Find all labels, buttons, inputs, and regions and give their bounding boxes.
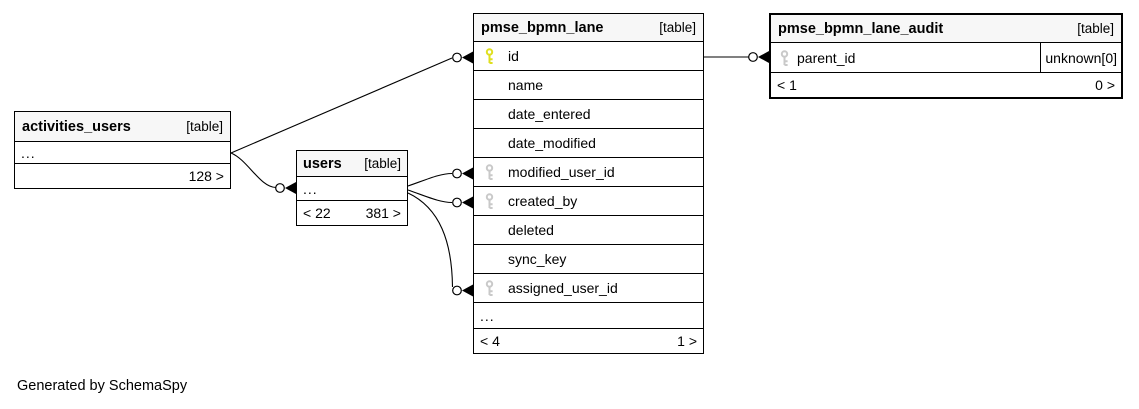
crowfoot-users [285, 182, 296, 194]
column-row-name: name [474, 71, 703, 100]
footer-parents-count: < 1 [777, 77, 797, 93]
footer-parents-count: < 4 [480, 333, 500, 349]
table-pmse-bpmn-lane-audit-header[interactable]: pmse_bpmn_lane_audit [table] [771, 15, 1121, 43]
foreign-key-icon [474, 280, 508, 296]
elided-columns-row: ... [15, 142, 230, 164]
zero-circle-lane-id [452, 52, 462, 63]
table-activities-users-header[interactable]: activities_users [table] [15, 112, 230, 142]
table-stats-footer: < 22 381 > [297, 201, 407, 225]
column-name: deleted [508, 222, 554, 238]
table-type-label: [table] [1077, 21, 1114, 36]
table-pmse-bpmn-lane[interactable]: pmse_bpmn_lane [table] id name date_ente… [473, 13, 704, 354]
ellipsis-label: ... [480, 307, 495, 324]
column-row-deleted: deleted [474, 216, 703, 245]
table-activities-users[interactable]: activities_users [table] ... 128 > [14, 111, 231, 189]
zero-circle-lane-assigned-user-id [452, 285, 462, 296]
column-name: parent_id [797, 49, 856, 66]
table-users-header[interactable]: users [table] [297, 151, 407, 177]
generated-by-note: Generated by SchemaSpy [17, 378, 188, 394]
table-title: users [303, 155, 342, 172]
ellipsis-label: ... [21, 144, 36, 161]
column-name: modified_user_id [508, 164, 615, 180]
footer-children-count: 1 > [677, 333, 697, 349]
table-pmse-bpmn-lane-audit[interactable]: pmse_bpmn_lane_audit [table] parent_id u… [769, 13, 1123, 99]
column-row-date-modified: date_modified [474, 129, 703, 158]
column-row-parent-id: parent_id unknown[0] [771, 43, 1121, 73]
column-name: id [508, 48, 519, 64]
table-stats-footer: 128 > [15, 164, 230, 188]
table-stats-footer: < 1 0 > [771, 73, 1121, 97]
line-users-to-assigned-user-id [407, 192, 454, 288]
table-stats-footer: < 4 1 > [474, 329, 703, 353]
table-users[interactable]: users [table] ... < 22 381 > [296, 150, 408, 226]
column-name: created_by [508, 193, 578, 209]
primary-key-icon [474, 48, 508, 64]
line-users-to-created-by [407, 189, 453, 204]
elided-columns-row: ... [297, 177, 407, 201]
footer-children-count: 381 > [365, 205, 401, 221]
crowfoot-audit-parent-id [758, 51, 769, 63]
footer-children-count: 0 > [1095, 77, 1115, 93]
zero-circle-users [275, 183, 285, 193]
zero-circle-lane-modified-user-id [452, 168, 462, 179]
zero-circle-audit-parent-id [748, 52, 758, 62]
crowfoot-lane-id [462, 51, 473, 64]
column-row-id: id [474, 42, 703, 71]
table-title: activities_users [22, 118, 131, 135]
line-activities-to-users [230, 152, 277, 189]
line-activities-to-lane-id [230, 57, 453, 154]
column-name: name [508, 77, 544, 93]
table-title: pmse_bpmn_lane [481, 19, 604, 36]
column-row-modified-user-id: modified_user_id [474, 158, 703, 187]
footer-children-count: 128 > [188, 168, 224, 184]
table-type-label: [table] [659, 20, 696, 35]
table-type-label: [table] [364, 156, 401, 171]
column-name: assigned_user_id [508, 280, 618, 296]
zero-circle-lane-created-by [452, 197, 462, 208]
elided-columns-row: ... [474, 303, 703, 329]
foreign-key-icon [771, 49, 797, 66]
ellipsis-label: ... [303, 180, 318, 197]
line-users-to-modified-user-id [407, 172, 453, 187]
column-row-date-entered: date_entered [474, 100, 703, 129]
column-row-sync-key: sync_key [474, 245, 703, 274]
column-name: sync_key [508, 251, 567, 267]
table-pmse-bpmn-lane-header[interactable]: pmse_bpmn_lane [table] [474, 14, 703, 42]
crowfoot-lane-modified-user-id [462, 167, 473, 180]
table-title: pmse_bpmn_lane_audit [778, 20, 944, 37]
table-type-label: [table] [186, 119, 223, 134]
crowfoot-lane-assigned-user-id [462, 284, 473, 297]
column-name: date_entered [508, 106, 591, 122]
column-name: date_modified [508, 135, 596, 151]
column-row-created-by: created_by [474, 187, 703, 216]
footer-parents-count: < 22 [303, 205, 331, 221]
foreign-key-icon [474, 193, 508, 209]
foreign-key-icon [474, 164, 508, 180]
column-row-assigned-user-id: assigned_user_id [474, 274, 703, 303]
column-type: unknown[0] [1040, 43, 1121, 72]
crowfoot-lane-created-by [462, 196, 473, 209]
